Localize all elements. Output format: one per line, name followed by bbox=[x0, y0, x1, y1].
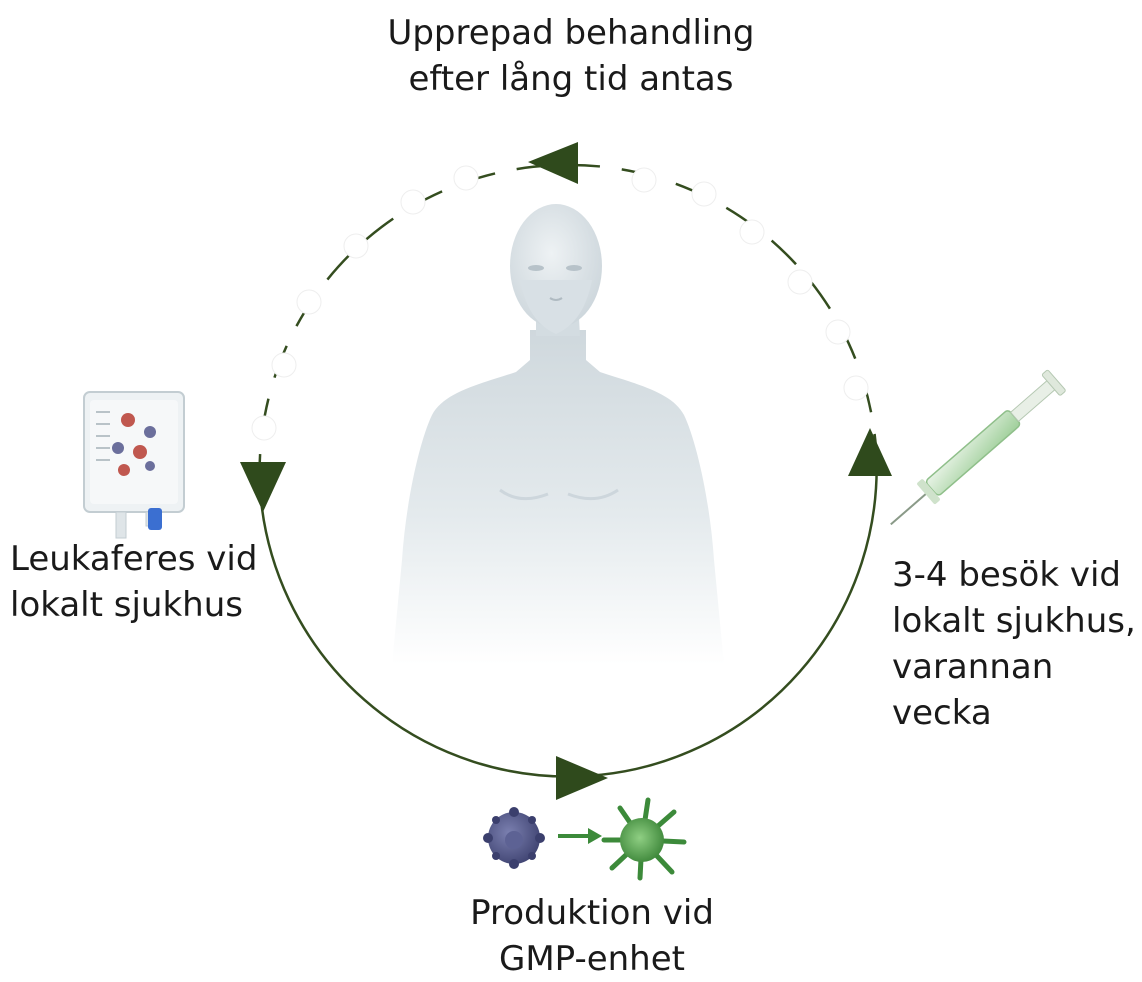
label-line: Produktion vid bbox=[0, 890, 1142, 936]
immune-cell-icon bbox=[483, 807, 545, 869]
blood-bag-icon bbox=[84, 392, 184, 538]
label-gmp-production: Produktion vid GMP-enhet bbox=[0, 890, 1142, 982]
arrowhead-right bbox=[848, 428, 892, 476]
label-line: GMP-enhet bbox=[0, 936, 1142, 982]
label-line: lokalt sjukhus, bbox=[892, 598, 1136, 644]
arrow-right-icon bbox=[558, 828, 602, 844]
human-torso-icon bbox=[392, 204, 724, 665]
label-line: Upprepad behandling bbox=[0, 10, 1142, 56]
label-line: 3-4 besök vid bbox=[892, 552, 1136, 598]
arrowhead-bottom bbox=[556, 756, 608, 800]
label-line: Leukaferes vid bbox=[10, 536, 257, 582]
label-repeat-treatment: Upprepad behandling efter lång tid antas bbox=[0, 10, 1142, 102]
label-leukapheresis: Leukaferes vid lokalt sjukhus bbox=[10, 536, 257, 628]
label-hospital-visits: 3-4 besök vid lokalt sjukhus, varannan v… bbox=[892, 552, 1136, 736]
syringe-icon bbox=[882, 370, 1066, 535]
arrowhead-top bbox=[528, 142, 578, 184]
label-line: lokalt sjukhus bbox=[10, 582, 257, 628]
label-line: efter lång tid antas bbox=[0, 56, 1142, 102]
label-line: vecka bbox=[892, 690, 1136, 736]
dendritic-cell-icon bbox=[604, 800, 684, 878]
label-line: varannan bbox=[892, 644, 1136, 690]
arrowhead-left bbox=[240, 462, 286, 512]
